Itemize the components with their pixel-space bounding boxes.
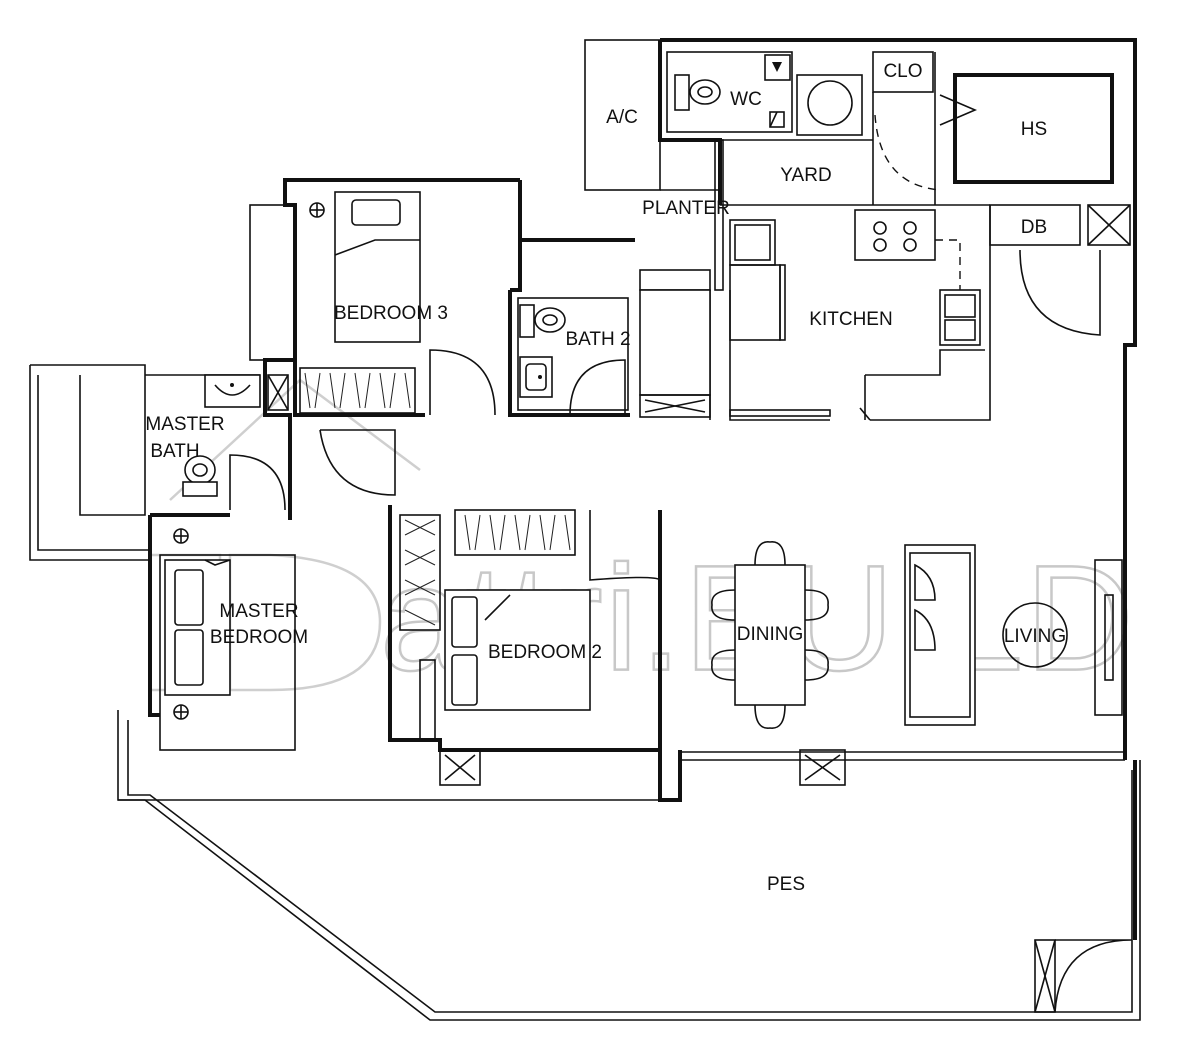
label-master-bath-1: MASTER <box>145 414 224 435</box>
living-round-table-icon <box>1002 602 1068 668</box>
label-bedroom3: BEDROOM 3 <box>334 303 448 324</box>
thin-outlines <box>29 39 1141 1021</box>
sofa-icon <box>904 544 976 726</box>
bath2-door <box>569 359 626 416</box>
bedroom2-bed-icon <box>444 589 591 711</box>
label-hs: HS <box>1021 119 1047 140</box>
label-master-bedroom-2: BEDROOM <box>210 627 308 648</box>
master-bath-door <box>229 454 286 511</box>
label-kitchen: KITCHEN <box>809 309 892 330</box>
bedroom3-bed-icon <box>334 191 421 343</box>
ceiling-point-icons <box>173 202 325 720</box>
label-planter: PLANTER <box>642 198 730 219</box>
label-master-bath-2: BATH <box>150 441 199 462</box>
room-labels: A/C WC CLO HS YARD PLANTER DB BEDROOM 3 … <box>145 61 1066 895</box>
label-dining: DINING <box>737 624 804 645</box>
label-ac: A/C <box>606 107 638 128</box>
bath2-sink-icon <box>519 356 553 398</box>
label-master-bedroom-1: MASTER <box>219 601 298 622</box>
master-bath-toilet-icon <box>182 455 218 497</box>
exterior-walls <box>148 38 1137 940</box>
label-bedroom2: BEDROOM 2 <box>488 642 602 663</box>
doors <box>229 94 1101 581</box>
ac-ledge <box>584 39 661 191</box>
hs-door-swing <box>874 114 941 191</box>
master-bedroom-door <box>319 429 396 496</box>
master-bath-sink-icon <box>204 374 261 408</box>
master-bed-icon <box>164 559 231 696</box>
label-clo: CLO <box>883 61 922 82</box>
label-living: LIVING <box>1004 626 1066 647</box>
fixtures <box>164 54 1068 741</box>
fridge-icon <box>729 219 776 266</box>
bedroom2-wardrobe-icon <box>399 509 576 741</box>
stove-icon <box>854 209 936 261</box>
kitchen-sink-icon <box>939 289 981 346</box>
bedroom2-door <box>589 510 661 581</box>
label-bath2: BATH 2 <box>565 329 630 350</box>
watermark: attri.BUILD <box>148 378 1135 703</box>
washing-machine-icon <box>796 74 863 136</box>
bedroom3-door <box>429 349 496 416</box>
hs-door-leaf <box>939 94 978 126</box>
entrance-door <box>1019 249 1101 336</box>
bath2-toilet-icon <box>519 304 566 338</box>
label-db: DB <box>1021 217 1047 238</box>
wc-toilet-icon <box>674 74 721 111</box>
wc-shower-icon <box>764 54 791 128</box>
label-wc: WC <box>730 89 762 110</box>
dining-table-icon <box>711 541 829 729</box>
label-yard: YARD <box>780 165 831 186</box>
kitchen-sliding-door <box>729 409 831 417</box>
label-pes: PES <box>767 874 805 895</box>
bedroom3-wardrobe-icon <box>299 367 416 414</box>
